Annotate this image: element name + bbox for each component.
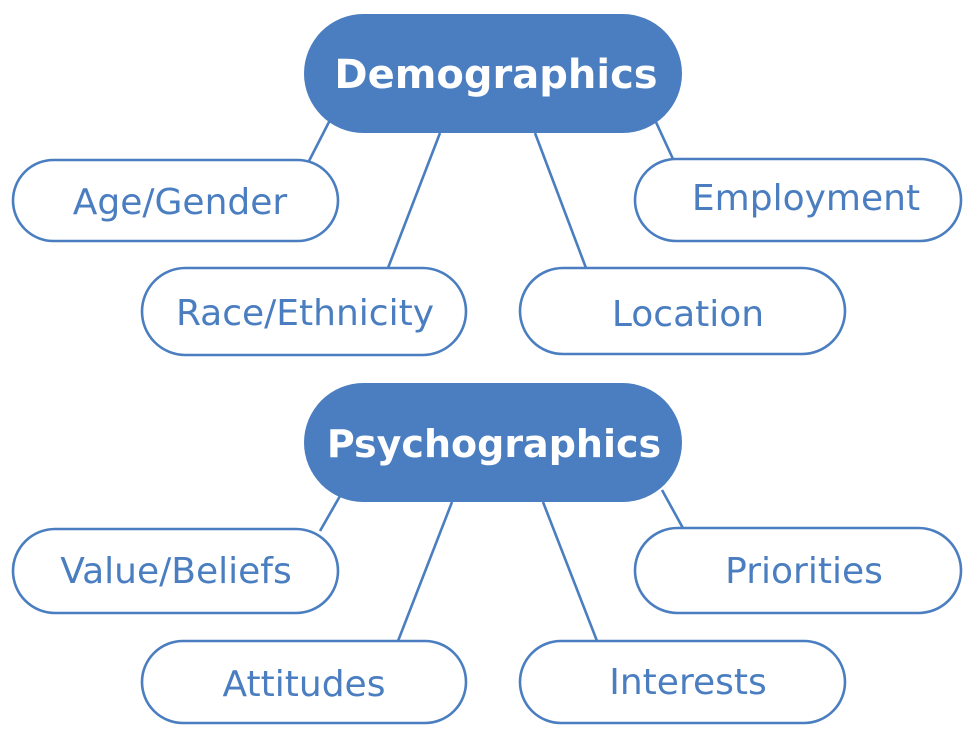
leaf-interests	[518, 639, 847, 725]
leaf-attitudes	[140, 639, 468, 725]
leaf-race-ethnicity	[140, 266, 468, 357]
leaf-value-beliefs	[11, 527, 340, 615]
leaf-priorities-label: Priorities	[725, 551, 883, 592]
connector-psychographics-interests	[541, 501, 599, 642]
leaf-employment-label: Employment	[692, 178, 920, 219]
leaf-employment	[633, 157, 963, 243]
demographics-hub-label: Demographics	[334, 52, 657, 98]
psychographics-hub	[304, 383, 682, 502]
leaf-age-gender	[11, 158, 340, 243]
leaf-location-label: Location	[612, 294, 764, 335]
leaf-interests-label: Interests	[609, 662, 766, 703]
psychographics-hub-label: Psychographics	[327, 422, 661, 466]
demographics-group: Demographics Age/Gender Race/Ethnicity L…	[11, 14, 963, 357]
demographics-hub	[304, 14, 682, 133]
leaf-value-beliefs-label: Value/Beliefs	[60, 551, 291, 592]
connector-demographics-location	[533, 132, 588, 269]
connector-demographics-employment	[653, 119, 675, 160]
leaf-age-gender-label: Age/Gender	[73, 182, 288, 223]
leaf-race-ethnicity-label: Race/Ethnicity	[176, 293, 434, 334]
connector-psychographics-priorities	[660, 489, 686, 531]
leaf-attitudes-label: Attitudes	[223, 664, 386, 705]
leaf-location	[518, 266, 847, 356]
connector-demographics-race-ethnicity	[386, 132, 442, 269]
connector-demographics-age-gender	[307, 119, 332, 162]
connector-psychographics-attitudes	[396, 501, 454, 642]
connector-psychographics-value-beliefs	[318, 495, 342, 532]
leaf-priorities	[633, 526, 963, 615]
psychographics-group: Psychographics Value/Beliefs Attitudes I…	[11, 383, 963, 725]
